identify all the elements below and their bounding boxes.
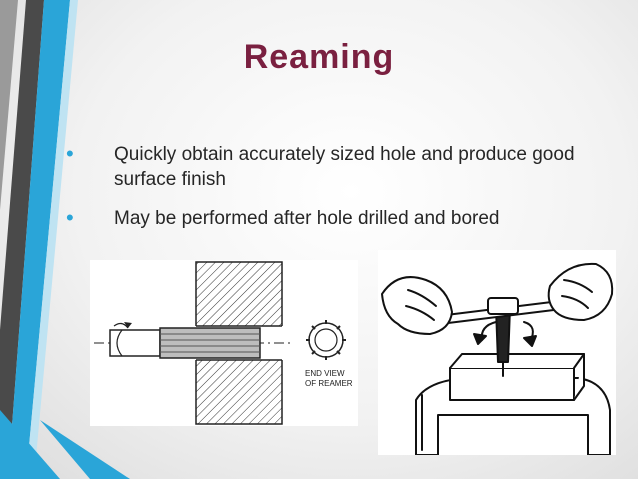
hand-reaming-illustration [378, 250, 616, 455]
bullet-item: • May be performed after hole drilled an… [64, 205, 604, 231]
bullet-item: • Quickly obtain accurately sized hole a… [64, 141, 604, 192]
bullet-text: May be performed after hole drilled and … [114, 208, 500, 229]
bullet-dot-icon: • [66, 141, 74, 166]
end-view-label-1: END VIEW [305, 369, 345, 378]
bullet-text: Quickly obtain accurately sized hole and… [114, 144, 575, 190]
reamer-cross-section-figure: END VIEW OF REAMER [90, 260, 358, 426]
bullet-dot-icon: • [66, 205, 74, 230]
end-view-label-2: OF REAMER [305, 379, 353, 388]
slide-title: Reaming [243, 38, 395, 76]
bullet-list: • Quickly obtain accurately sized hole a… [64, 141, 604, 245]
